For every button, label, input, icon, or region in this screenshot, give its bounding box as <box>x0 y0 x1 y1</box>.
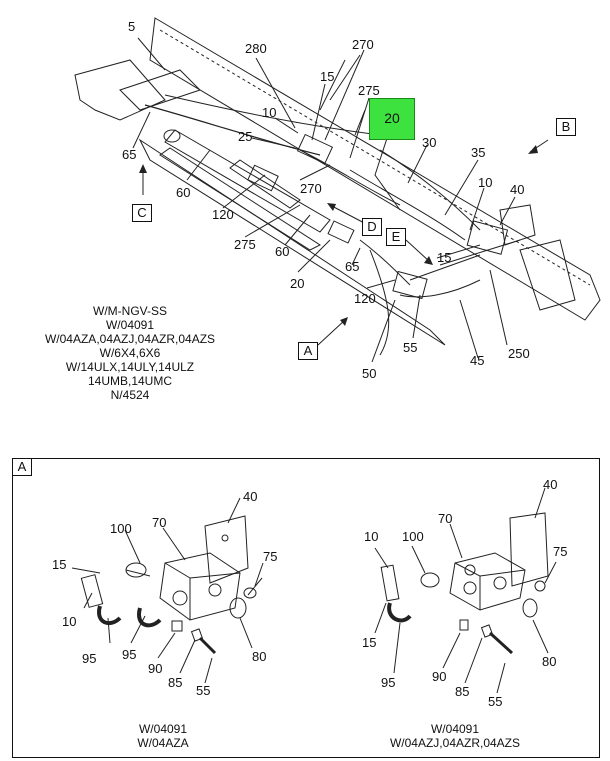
callout-10[interactable]: 10 <box>262 105 277 120</box>
detail-right-callout-10[interactable]: 10 <box>364 529 379 544</box>
note-line: W/04AZA,04AZJ,04AZR,04AZS <box>44 332 216 346</box>
main-view-drawing <box>74 17 601 363</box>
bracket-left <box>74 59 166 121</box>
highlighted-callout-label: 20 <box>384 110 400 126</box>
detail-left-callout-95a[interactable]: 95 <box>82 651 97 666</box>
detail-right-callout-40[interactable]: 40 <box>543 477 558 492</box>
callout-250[interactable]: 250 <box>508 346 530 361</box>
applicability-notes: W/M-NGV-SS W/04091 W/04AZA,04AZJ,04AZR,0… <box>20 304 240 402</box>
detail-right-callout-95[interactable]: 95 <box>381 675 396 690</box>
note-line: W/14ULX,14ULY,14ULZ <box>65 360 195 374</box>
note-line: N/4524 <box>110 388 150 402</box>
callout-275b[interactable]: 275 <box>234 237 256 252</box>
callout-280[interactable]: 280 <box>245 41 267 56</box>
view-marker-c[interactable]: C <box>132 204 152 222</box>
detail-right-callout-85[interactable]: 85 <box>455 684 470 699</box>
callout-65b[interactable]: 65 <box>345 259 360 274</box>
view-marker-d[interactable]: D <box>362 218 382 236</box>
detail-right-callout-100[interactable]: 100 <box>402 529 424 544</box>
callout-15b[interactable]: 15 <box>437 250 452 265</box>
caption-line: W/04AZJ,04AZR,04AZS <box>389 736 521 750</box>
detail-view-a-frame <box>12 458 600 758</box>
callout-5[interactable]: 5 <box>128 19 136 34</box>
callout-60b[interactable]: 60 <box>275 244 290 259</box>
callout-45[interactable]: 45 <box>470 353 485 368</box>
callout-55[interactable]: 55 <box>403 340 418 355</box>
note-line: W/04091 <box>105 318 155 332</box>
detail-left-callout-80[interactable]: 80 <box>252 649 267 664</box>
view-marker-b[interactable]: B <box>556 118 576 136</box>
callout-65[interactable]: 65 <box>122 147 137 162</box>
view-marker-a[interactable]: A <box>298 342 318 360</box>
caption-line: W/04AZA <box>137 736 189 750</box>
callout-50[interactable]: 50 <box>362 366 377 381</box>
callout-35[interactable]: 35 <box>471 145 486 160</box>
note-line: 14UMB,14UMC <box>87 374 173 388</box>
note-line: W/6X4,6X6 <box>99 346 161 360</box>
callout-15[interactable]: 15 <box>320 69 335 84</box>
detail-right-callout-90[interactable]: 90 <box>432 669 447 684</box>
frame-rail-upper <box>149 17 601 321</box>
callout-270[interactable]: 270 <box>352 37 374 52</box>
callout-25[interactable]: 25 <box>238 129 253 144</box>
callout-275[interactable]: 275 <box>358 83 380 98</box>
detail-right-callout-55[interactable]: 55 <box>488 694 503 709</box>
detail-right-callout-70[interactable]: 70 <box>438 511 453 526</box>
frame-rail-lower <box>138 138 446 346</box>
detail-left-callout-85[interactable]: 85 <box>168 675 183 690</box>
detail-right-caption: W/04091 W/04AZJ,04AZR,04AZS <box>370 722 540 750</box>
callout-120[interactable]: 120 <box>212 207 234 222</box>
detail-left-callout-100[interactable]: 100 <box>110 521 132 536</box>
detail-view-a-label: A <box>12 458 32 476</box>
callout-10b[interactable]: 10 <box>478 175 493 190</box>
callout-20b[interactable]: 20 <box>290 276 305 291</box>
detail-left-callout-75[interactable]: 75 <box>263 549 278 564</box>
callout-40[interactable]: 40 <box>510 182 525 197</box>
detail-right-callout-15[interactable]: 15 <box>362 635 377 650</box>
callout-30[interactable]: 30 <box>422 135 437 150</box>
detail-right-callout-75[interactable]: 75 <box>553 544 568 559</box>
caption-line: W/04091 <box>430 722 480 736</box>
detail-left-callout-95b[interactable]: 95 <box>122 647 137 662</box>
detail-drawing <box>71 487 557 694</box>
detail-left-callout-10[interactable]: 10 <box>62 614 77 629</box>
view-marker-e[interactable]: E <box>386 228 406 246</box>
detail-left-callout-90[interactable]: 90 <box>148 661 163 676</box>
detail-left-caption: W/04091 W/04AZA <box>118 722 208 750</box>
highlighted-callout[interactable]: 20 <box>369 98 415 140</box>
callout-60[interactable]: 60 <box>176 185 191 200</box>
note-line: W/M-NGV-SS <box>93 304 167 318</box>
callout-270b[interactable]: 270 <box>300 181 322 196</box>
bracket-left <box>204 515 249 584</box>
detail-left-callout-15[interactable]: 15 <box>52 557 67 572</box>
detail-left-callout-70[interactable]: 70 <box>152 515 167 530</box>
callout-120b[interactable]: 120 <box>354 291 376 306</box>
caption-line: W/04091 <box>138 722 188 736</box>
detail-left-callout-55[interactable]: 55 <box>196 683 211 698</box>
detail-left-callout-40[interactable]: 40 <box>243 489 258 504</box>
detail-right-callout-80[interactable]: 80 <box>542 654 557 669</box>
